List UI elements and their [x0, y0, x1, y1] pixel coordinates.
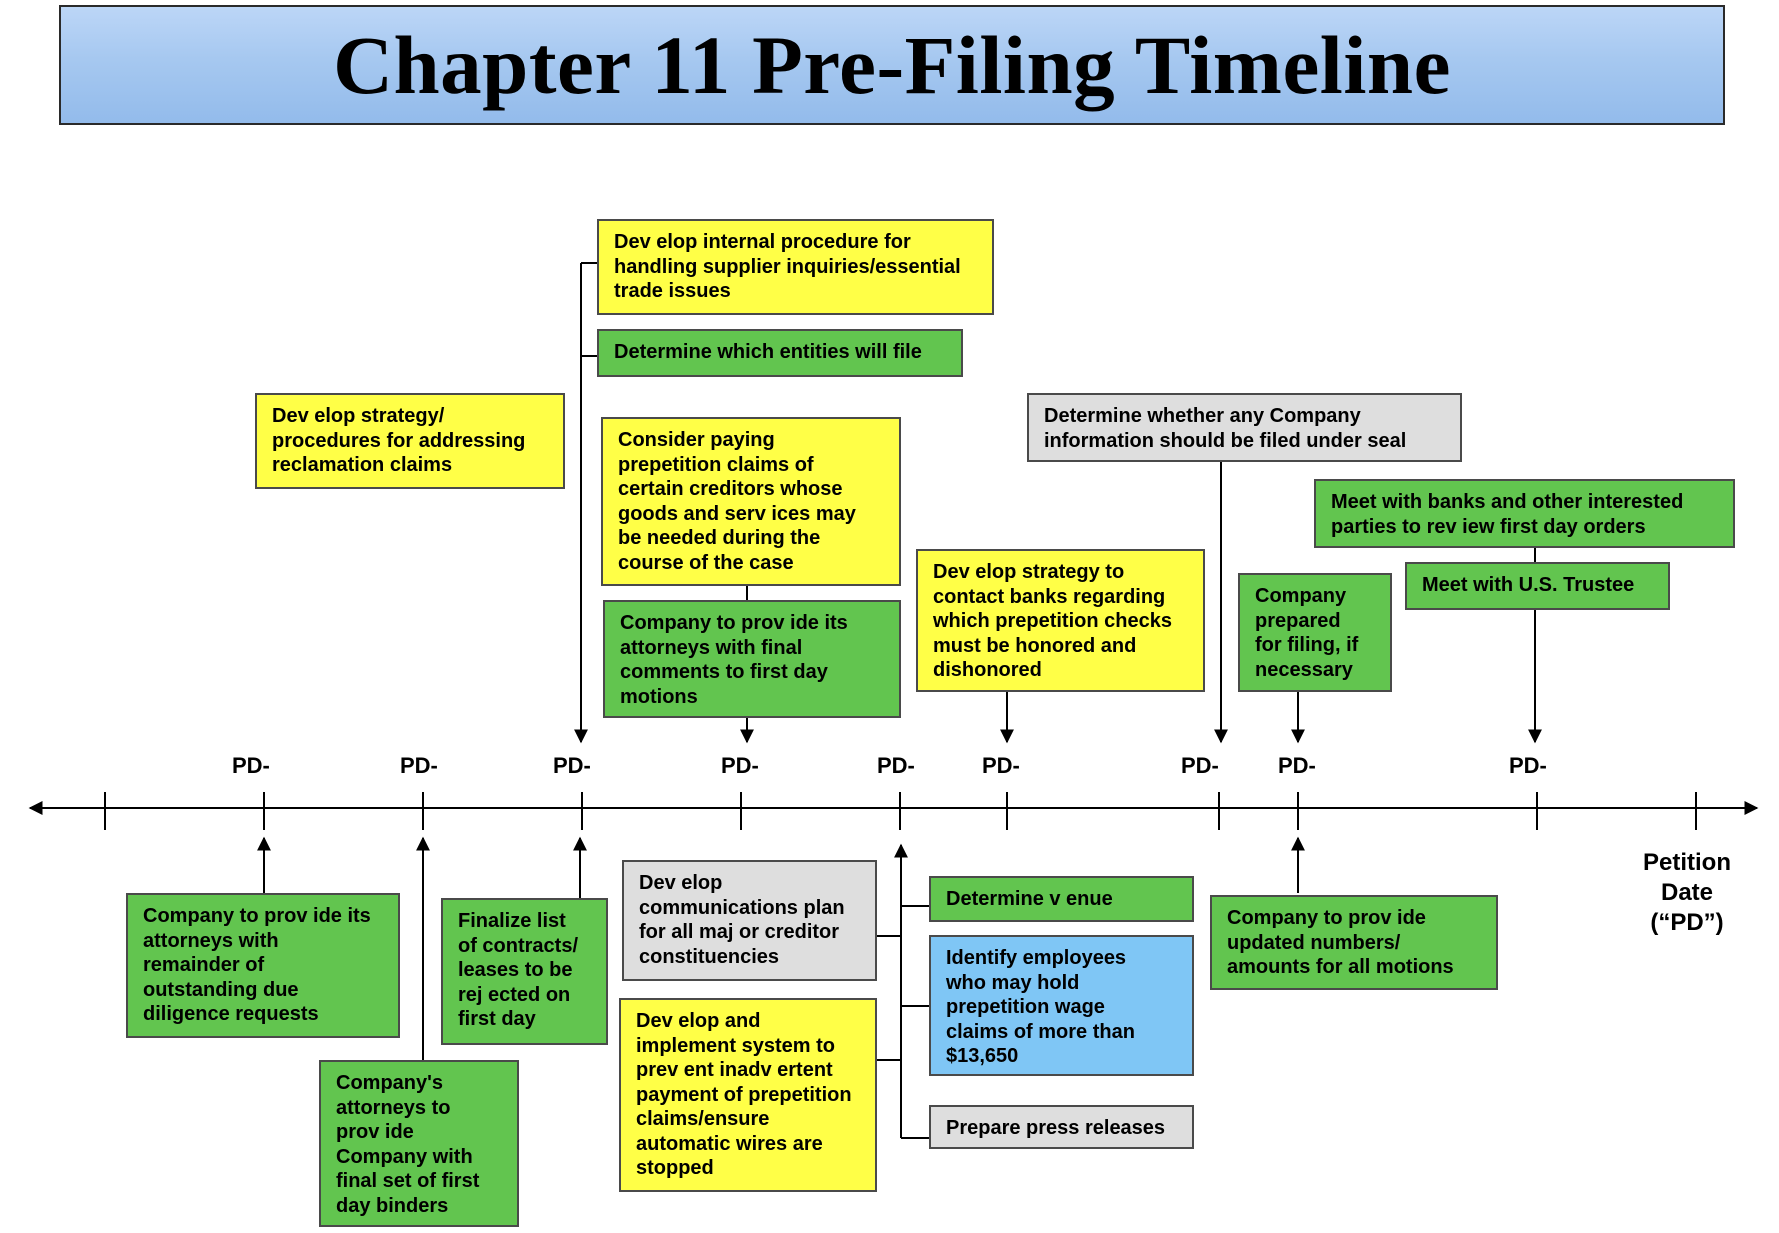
tick-label: PD-: [232, 753, 270, 778]
tick-label: PD-: [1278, 753, 1316, 778]
task-supplier-procedure: Dev elop internal procedure for handling…: [597, 219, 994, 315]
task-employees: Identify employees who may hold prepetit…: [929, 935, 1194, 1076]
task-venue: Determine v enue: [929, 876, 1194, 922]
tick-label: PD-: [982, 753, 1020, 778]
tick-label: PD-: [1181, 753, 1219, 778]
title-banner: Chapter 11 Pre-Filing Timeline: [59, 5, 1725, 125]
task-reclamation: Dev elop strategy/ procedures for addres…: [255, 393, 565, 489]
task-press: Prepare press releases: [929, 1105, 1194, 1149]
task-inadvertent: Dev elop and implement system to prev en…: [619, 998, 877, 1192]
task-comms-plan: Dev elop communications plan for all maj…: [622, 860, 877, 981]
tick-label: PD-: [877, 753, 915, 778]
task-meet-banks: Meet with banks and other interested par…: [1314, 479, 1735, 548]
task-due-diligence: Company to prov ide its attorneys with r…: [126, 893, 400, 1038]
tick-label: PD-: [400, 753, 438, 778]
tick-label: PD-: [721, 753, 759, 778]
petition-date-label: Petition Date (“PD”): [1643, 849, 1731, 936]
task-entities-file: Determine which entities will file: [597, 329, 963, 377]
task-banks-checks: Dev elop strategy to contact banks regar…: [916, 549, 1205, 692]
tick-label: PD-: [553, 753, 591, 778]
task-contracts: Finalize list of contracts/ leases to be…: [441, 898, 608, 1045]
task-us-trustee: Meet with U.S. Trustee: [1405, 562, 1670, 610]
task-under-seal: Determine whether any Company informatio…: [1027, 393, 1462, 462]
task-company-prepared: Company prepared for filing, if necessar…: [1238, 573, 1392, 692]
task-updated-numbers: Company to prov ide updated numbers/ amo…: [1210, 895, 1498, 990]
tick-label: PD-: [1509, 753, 1547, 778]
page-title: Chapter 11 Pre-Filing Timeline: [333, 19, 1451, 111]
task-final-comments: Company to prov ide its attorneys with f…: [603, 600, 901, 718]
task-consider-paying: Consider paying prepetition claims of ce…: [601, 417, 901, 586]
task-binders: Company's attorneys to prov ide Company …: [319, 1060, 519, 1227]
